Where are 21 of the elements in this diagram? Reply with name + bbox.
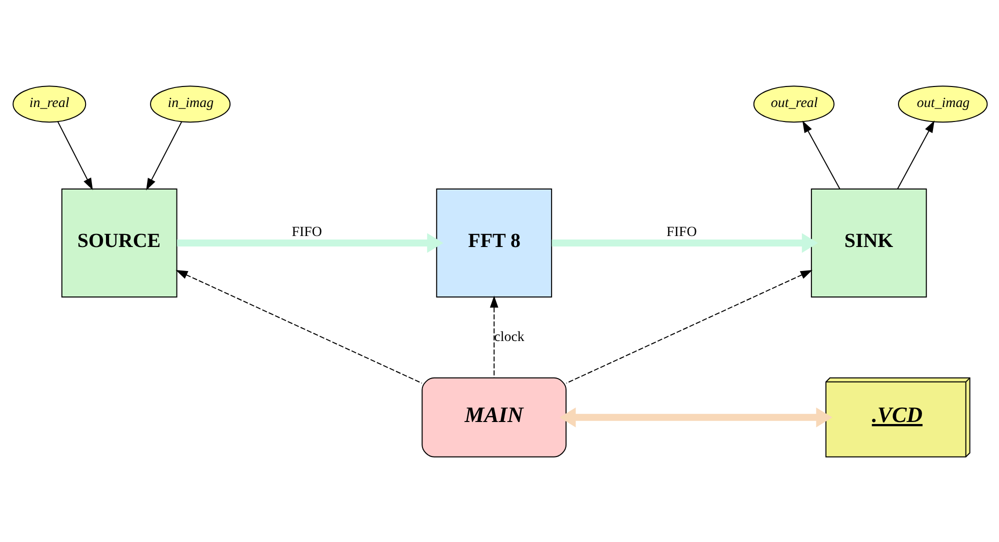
arrow: [565, 269, 812, 384]
edge-label: FIFO: [291, 224, 322, 240]
arrow: [176, 232, 443, 252]
arrow: [489, 295, 498, 378]
node-ellipse: out_imag: [897, 85, 988, 122]
arrow: [56, 120, 92, 190]
node-box: MAIN: [421, 376, 566, 457]
arrow: [896, 120, 934, 189]
arrow: [802, 120, 840, 189]
arrow: [551, 232, 818, 252]
node-ellipse: in_imag: [150, 85, 230, 122]
node-box: SOURCE: [60, 188, 177, 297]
arrow: [559, 406, 832, 427]
node-ellipse: out_real: [752, 85, 834, 122]
node-box: SINK: [810, 188, 926, 297]
arrow: [175, 269, 422, 384]
edge-label: FIFO: [666, 224, 696, 240]
arrow: [146, 120, 182, 190]
node-ellipse: in_real: [12, 85, 86, 122]
edge-label: clock: [494, 330, 524, 345]
node-box: FFT 8: [436, 188, 552, 297]
